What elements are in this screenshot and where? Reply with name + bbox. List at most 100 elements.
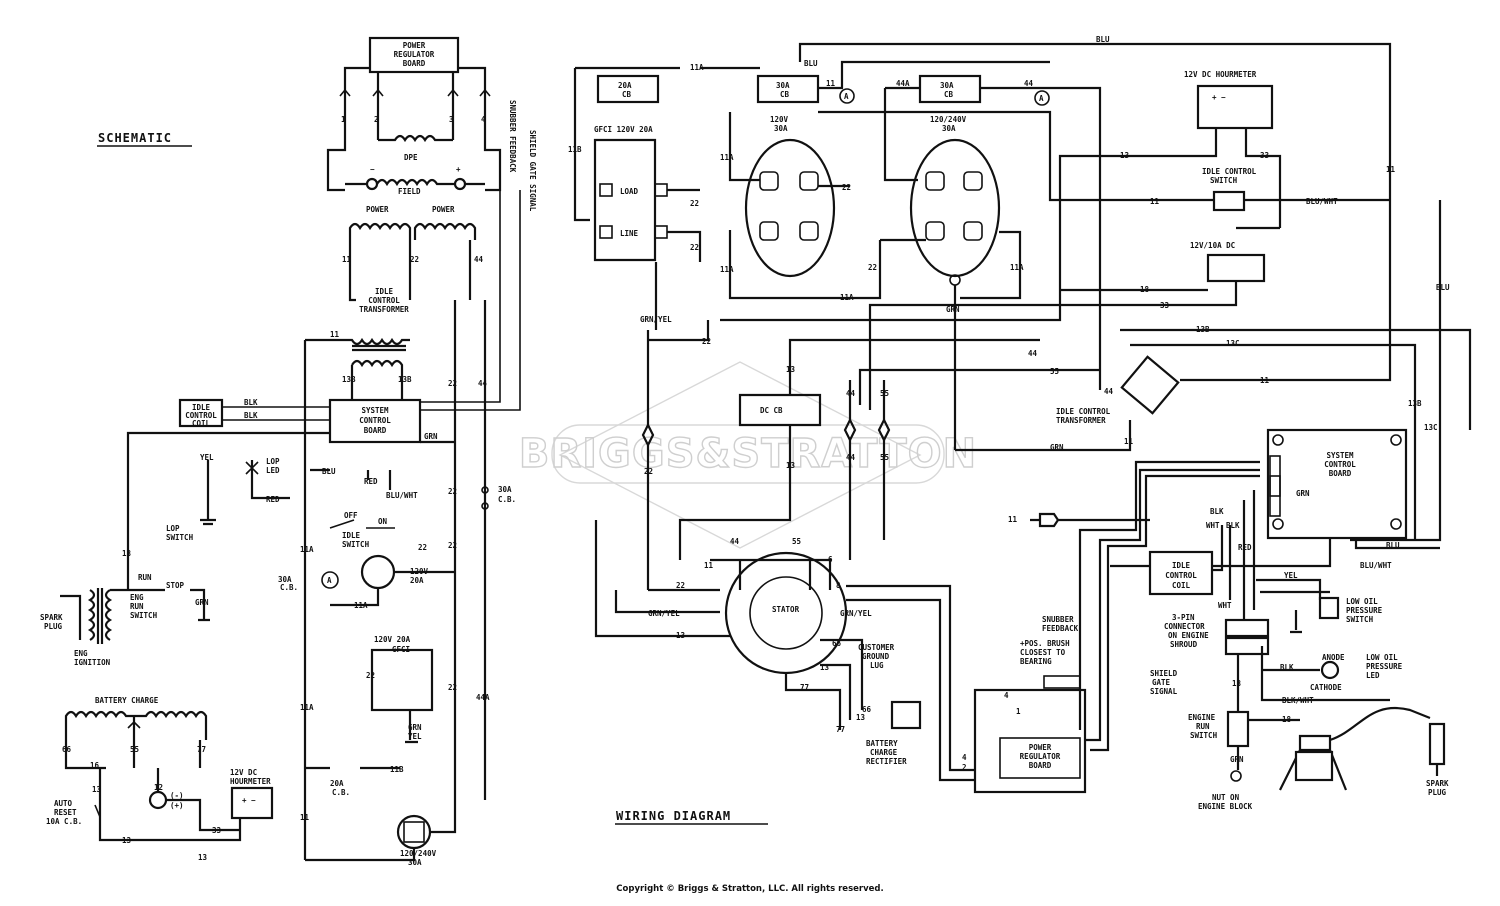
svg-text:3: 3	[449, 115, 454, 124]
wiring-diagram-title: WIRING DIAGRAM	[616, 809, 731, 823]
svg-text:11A: 11A	[840, 293, 854, 302]
svg-text:GRN: GRN	[195, 598, 209, 607]
svg-text:STOP: STOP	[166, 581, 185, 590]
svg-text:13C: 13C	[1424, 423, 1438, 432]
svg-text:GRN: GRN	[1296, 489, 1310, 498]
svg-text:13: 13	[676, 631, 686, 640]
svg-text:RED: RED	[266, 495, 280, 504]
svg-text:IDLE: IDLE	[342, 531, 361, 540]
gfci-schematic	[370, 648, 434, 712]
idle-control-transformer-wiring: IDLE CONTROL TRANSFORMER 13B 13C 44 11 G…	[955, 325, 1472, 540]
svg-text:RED: RED	[364, 477, 378, 486]
svg-text:ON ENGINE: ON ENGINE	[1168, 631, 1209, 640]
wiring-diagram-section: WIRING DIAGRAM BLU 11A 11B 20A CB 30A CB…	[568, 35, 1472, 825]
svg-text:22: 22	[448, 487, 457, 496]
svg-text:22: 22	[690, 243, 699, 252]
svg-text:18: 18	[1232, 679, 1242, 688]
svg-text:GRN/YEL: GRN/YEL	[648, 609, 680, 618]
svg-text:SNUBBER FEEDBACK: SNUBBER FEEDBACK	[508, 100, 517, 173]
svg-text:FIELD: FIELD	[398, 187, 421, 196]
svg-text:66: 66	[832, 639, 842, 648]
svg-text:RUN: RUN	[1196, 722, 1210, 731]
svg-text:30A: 30A	[776, 81, 790, 90]
svg-text:30A: 30A	[408, 858, 422, 867]
idle-control-coil-wiring	[1148, 550, 1214, 596]
svg-text:44: 44	[478, 379, 488, 388]
svg-text:120V: 120V	[770, 115, 789, 124]
svg-text:20A: 20A	[330, 779, 344, 788]
svg-text:11A: 11A	[690, 63, 704, 72]
svg-text:BLK: BLK	[1210, 507, 1224, 516]
svg-text:(-): (-)	[170, 791, 184, 800]
svg-text:ENG: ENG	[74, 649, 88, 658]
svg-text:LUG: LUG	[870, 661, 884, 670]
svg-text:LOAD: LOAD	[620, 187, 639, 196]
svg-text:44: 44	[846, 389, 856, 398]
low-oil-pressure-switch	[1318, 596, 1340, 620]
svg-text:BOARD: BOARD	[403, 59, 426, 68]
svg-text:GRN: GRN	[424, 432, 438, 441]
svg-text:SWITCH: SWITCH	[1210, 176, 1238, 185]
svg-text:LOP: LOP	[266, 457, 280, 466]
svg-text:13B: 13B	[1408, 399, 1422, 408]
svg-text:66: 66	[862, 705, 872, 714]
svg-text:44A: 44A	[476, 693, 490, 702]
svg-text:13: 13	[122, 836, 132, 845]
svg-text:11A: 11A	[300, 703, 314, 712]
svg-text:SHROUD: SHROUD	[1170, 640, 1198, 649]
svg-text:13B: 13B	[1196, 325, 1210, 334]
svg-text:GFCI 120V 20A: GFCI 120V 20A	[594, 125, 653, 134]
svg-text:120/240V: 120/240V	[400, 849, 437, 858]
svg-text:13: 13	[786, 365, 796, 374]
svg-text:−: −	[370, 165, 375, 174]
svg-text:2: 2	[962, 763, 967, 772]
svg-text:SYSTEM: SYSTEM	[361, 406, 389, 415]
svg-text:6: 6	[828, 555, 833, 564]
svg-text:18: 18	[122, 549, 132, 558]
svg-text:CB: CB	[944, 90, 954, 99]
svg-text:44: 44	[1028, 349, 1038, 358]
svg-text:GRN/YEL: GRN/YEL	[640, 315, 672, 324]
svg-text:10A C.B.: 10A C.B.	[46, 817, 82, 826]
svg-text:77: 77	[197, 745, 206, 754]
svg-text:13: 13	[820, 663, 830, 672]
battery-charge-rectifier	[890, 700, 922, 730]
svg-text:11: 11	[1150, 197, 1160, 206]
svg-text:GRN: GRN	[1230, 755, 1244, 764]
svg-text:BLU/WHT: BLU/WHT	[1360, 561, 1392, 570]
svg-text:13: 13	[92, 785, 102, 794]
idle-control-switch	[1212, 190, 1246, 212]
engine-run-switch	[1226, 710, 1250, 748]
svg-text:(+): (+)	[170, 801, 184, 810]
svg-text:GRN/YEL: GRN/YEL	[840, 609, 872, 618]
svg-text:11A: 11A	[720, 153, 734, 162]
svg-text:CONTROL: CONTROL	[1165, 571, 1197, 580]
svg-text:+POS. BRUSH: +POS. BRUSH	[1020, 639, 1070, 648]
svg-text:BLU: BLU	[322, 467, 336, 476]
svg-text:BLK: BLK	[1280, 663, 1294, 672]
svg-text:18: 18	[1140, 285, 1150, 294]
cb-30a-right	[918, 74, 982, 104]
svg-text:POWER: POWER	[403, 41, 426, 50]
svg-text:11: 11	[1386, 165, 1396, 174]
svg-text:30A: 30A	[940, 81, 954, 90]
svg-text:RUN: RUN	[130, 602, 144, 611]
hourmeter-schematic	[230, 786, 274, 820]
svg-text:4: 4	[962, 753, 967, 762]
svg-text:22: 22	[868, 263, 877, 272]
svg-text:ENGINE BLOCK: ENGINE BLOCK	[1198, 802, 1253, 811]
low-oil-pressure-led	[1320, 660, 1340, 680]
svg-text:POWER: POWER	[432, 205, 455, 214]
svg-text:AUTO: AUTO	[54, 799, 73, 808]
svg-text:CB: CB	[622, 90, 632, 99]
svg-text:HOURMETER: HOURMETER	[230, 777, 271, 786]
svg-text:CB: CB	[780, 90, 790, 99]
svg-text:RUN: RUN	[138, 573, 152, 582]
svg-text:GRN: GRN	[1050, 443, 1064, 452]
svg-text:BLK/WHT: BLK/WHT	[1282, 696, 1314, 705]
svg-text:SPARK: SPARK	[40, 613, 63, 622]
svg-text:BLU/WHT: BLU/WHT	[386, 491, 418, 500]
power-regulator-board-schematic	[368, 36, 460, 74]
